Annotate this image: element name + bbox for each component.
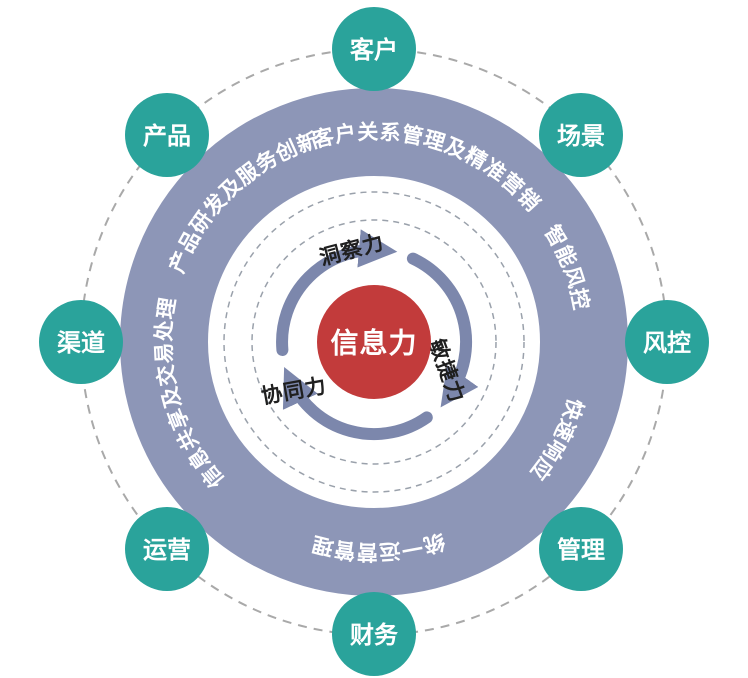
outer-node-product-circle xyxy=(125,93,209,177)
outer-node-operations: 运营 xyxy=(125,507,209,591)
outer-node-finance-circle xyxy=(332,592,416,676)
cycle-arrow-right xyxy=(406,252,479,408)
outer-node-product: 产品 xyxy=(125,93,209,177)
outer-node-scene-circle xyxy=(539,93,623,177)
outer-node-product-label: 产品 xyxy=(143,122,191,150)
outer-node-customer: 客户 xyxy=(332,7,416,91)
outer-node-management-circle xyxy=(539,507,623,591)
outer-node-operations-circle xyxy=(125,507,209,591)
outer-node-scene: 场景 xyxy=(539,93,623,177)
center-label: 信息力 xyxy=(330,327,417,360)
outer-node-finance-label: 财务 xyxy=(350,621,399,649)
outer-node-management-label: 管理 xyxy=(557,536,605,564)
outer-node-risk-control: 风控 xyxy=(625,300,709,384)
outer-node-customer-circle xyxy=(332,7,416,91)
outer-node-finance: 财务 xyxy=(332,592,416,676)
outer-node-channel-circle xyxy=(39,300,123,384)
capability-ring xyxy=(120,88,628,596)
cycle-arrow-left xyxy=(282,366,433,441)
force-label-insight: 洞察力 xyxy=(317,230,387,270)
center-circle xyxy=(317,285,431,399)
cycle-arrow-top xyxy=(276,229,398,356)
outer-node-scene-label: 场景 xyxy=(557,122,605,150)
outer-nodes: 客户 场景 风控 管理 财务 运营 渠道 产品 xyxy=(39,7,709,676)
outer-node-channel-label: 渠道 xyxy=(57,329,105,357)
cycle-arrows xyxy=(276,229,479,441)
outer-node-management: 管理 xyxy=(539,507,623,591)
outer-node-customer-label: 客户 xyxy=(350,36,398,64)
inner-dashed-circle-inner xyxy=(251,219,497,465)
outer-node-risk-control-label: 风控 xyxy=(643,329,691,357)
force-label-collaboration: 协同力 xyxy=(259,373,328,408)
inner-dashed-circle-outer xyxy=(223,191,525,493)
outer-node-operations-label: 运营 xyxy=(143,536,191,564)
outer-node-risk-control-circle xyxy=(625,300,709,384)
outer-node-channel: 渠道 xyxy=(39,300,123,384)
